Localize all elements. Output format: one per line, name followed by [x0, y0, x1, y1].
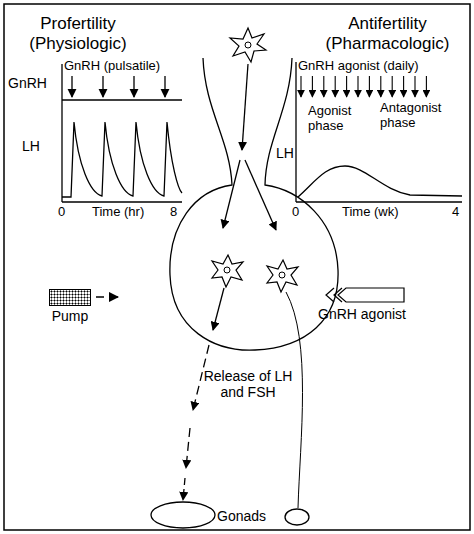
pump-device: Pump	[46, 289, 94, 324]
gonad-small	[285, 509, 309, 525]
hormone-release	[183, 288, 224, 500]
gonad-large	[151, 502, 215, 528]
chevron	[326, 288, 334, 302]
suppressed-line	[286, 292, 303, 508]
gonadotroph-cell	[212, 255, 243, 287]
gnrh-baseline	[62, 99, 182, 100]
agonist-symbol: GnRH agonist	[310, 286, 414, 322]
dose-arrow	[312, 76, 313, 97]
dose-arrow	[357, 76, 358, 97]
neuron-body	[230, 28, 266, 62]
lh-response-curve	[298, 166, 462, 197]
daily-doses	[301, 76, 426, 97]
panel-heading: Profertility (Physiologic)	[23, 14, 133, 53]
flow-arrow	[245, 160, 276, 230]
pituitary-outline	[170, 58, 338, 350]
axis-label: LH	[22, 138, 40, 154]
phase-label: Agonist phase	[308, 104, 366, 134]
phase-label: Antagonist phase	[380, 101, 456, 131]
dose-arrow	[133, 76, 134, 97]
axis	[61, 64, 62, 202]
dose-arrow	[323, 76, 324, 97]
dose-arrow	[346, 76, 347, 97]
dash	[96, 296, 104, 298]
dose-arrow	[380, 76, 381, 97]
dose-arrow	[426, 76, 427, 97]
node-label: GnRH agonist	[310, 306, 414, 322]
axis	[295, 62, 296, 202]
gonadotroph-cell	[267, 260, 298, 292]
frame	[4, 4, 470, 530]
release-arrow	[183, 478, 185, 500]
nucleus	[224, 267, 230, 273]
axis-label: LH	[276, 145, 294, 161]
gnrh-flow	[223, 64, 276, 230]
time-axis	[62, 201, 182, 202]
cell-body	[212, 255, 243, 287]
release-arrow	[186, 428, 190, 468]
pulsatile-graph	[62, 64, 182, 202]
tick-label: 4	[452, 205, 459, 220]
process-label: Release of LH and FSH	[198, 368, 298, 400]
nucleus	[279, 272, 285, 278]
lh-pulse-curve	[62, 122, 182, 197]
gnrh-neuron	[230, 28, 266, 62]
organ-label: Gonads	[217, 508, 266, 524]
agonist-arrow	[310, 286, 414, 304]
dose-arrow	[102, 76, 103, 97]
dose-arrow	[392, 76, 393, 97]
nucleus	[245, 42, 251, 48]
axis-label: GnRH	[8, 75, 47, 91]
axis-title: Time (wk)	[342, 205, 399, 220]
axis-title: Time (hr)	[92, 205, 144, 220]
node-label: Pump	[46, 308, 94, 324]
tick-label: 0	[58, 205, 65, 220]
chevron	[334, 288, 342, 302]
arrow-body	[338, 288, 404, 302]
dose-arrow	[164, 76, 165, 97]
dose-arrow	[71, 76, 72, 97]
dose-arrow	[369, 76, 370, 97]
tick-label: 0	[292, 205, 299, 220]
dose-arrow	[414, 76, 415, 97]
flow-arrow	[223, 160, 240, 228]
dose-arrow	[300, 76, 301, 97]
dose-arrow	[403, 76, 404, 97]
dash	[109, 296, 118, 298]
series-label: GnRH agonist (daily)	[298, 59, 419, 74]
pump-box	[49, 289, 91, 306]
time-axis	[296, 201, 462, 202]
dose-arrow	[335, 76, 336, 97]
flow-arrow	[242, 64, 248, 150]
pulse-doses	[72, 76, 165, 97]
pump-arrow	[96, 296, 118, 298]
tick-label: 8	[170, 205, 177, 220]
panel-heading: Antifertility (Pharmacologic)	[325, 14, 450, 53]
cell-body	[267, 260, 298, 292]
release-arrow	[213, 288, 224, 330]
series-label: GnRH (pulsatile)	[64, 59, 160, 74]
agonist-graph	[296, 62, 462, 202]
